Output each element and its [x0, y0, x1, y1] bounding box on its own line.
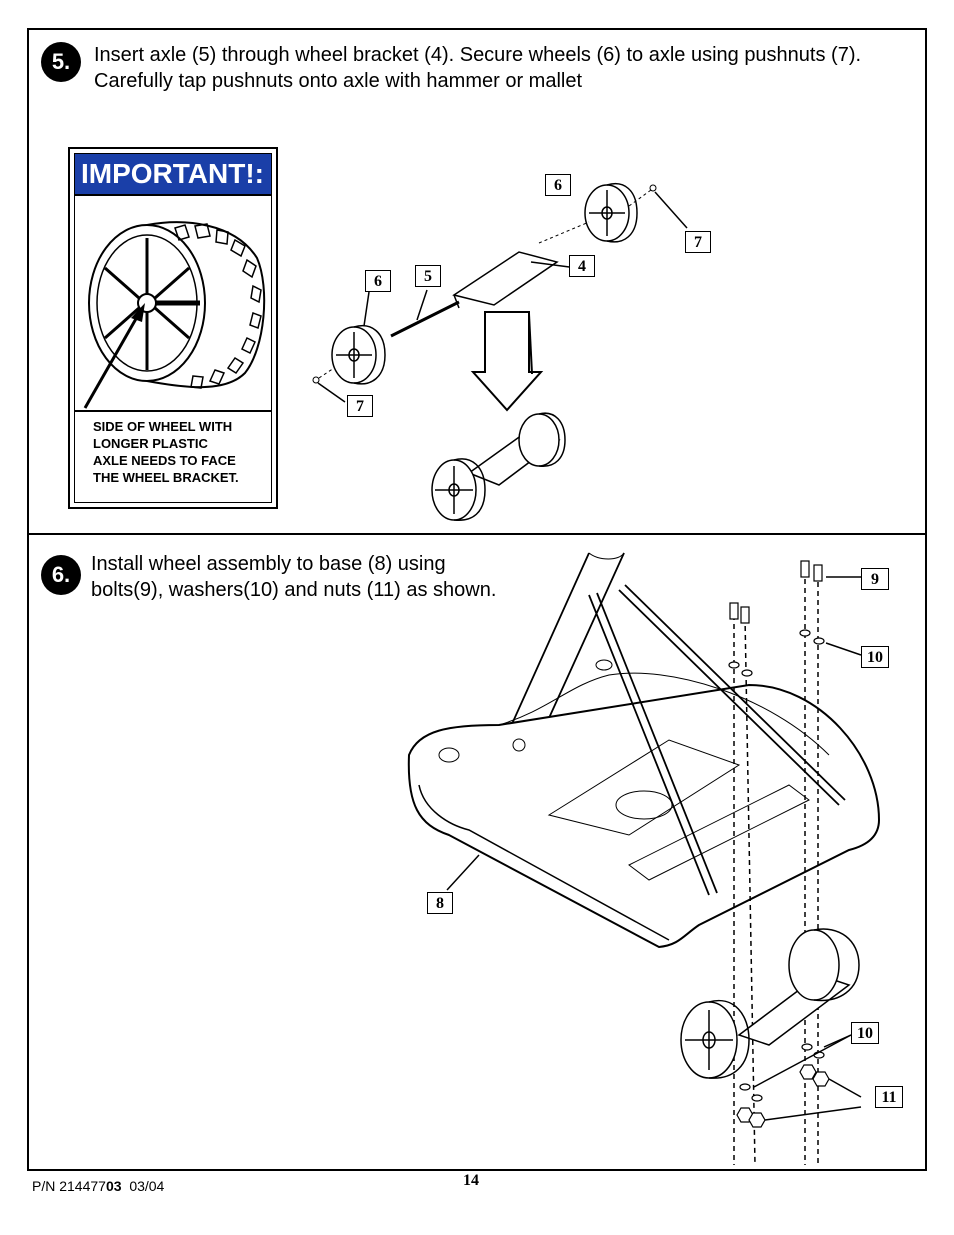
callout-8: 8	[427, 892, 453, 914]
step-5-badge: 5.	[41, 42, 81, 82]
important-title: IMPORTANT!:	[75, 154, 271, 196]
note-line: AXLE NEEDS TO FACE	[93, 453, 236, 468]
part-number-revision: 03	[105, 1178, 122, 1194]
axle-exploded-diagram	[312, 183, 688, 521]
callout-7-top: 7	[685, 231, 711, 253]
step-5-panel: 5. Insert axle (5) through wheel bracket…	[27, 28, 927, 535]
callout-10-top: 10	[861, 646, 889, 668]
step-6-badge: 6.	[41, 555, 81, 595]
part-number-prefix: P/N 214477	[32, 1178, 106, 1194]
step-6-instructions: Install wheel assembly to base (8) using…	[91, 553, 497, 601]
callout-7-left: 7	[347, 395, 373, 417]
step-6-panel: 6. Install wheel assembly to base (8) us…	[27, 533, 927, 1171]
callout-11: 11	[875, 1086, 903, 1108]
callout-6-top: 6	[545, 174, 571, 196]
callout-9: 9	[861, 568, 889, 590]
note-line: LONGER PLASTIC	[93, 436, 208, 451]
important-box: IMPORTANT!:	[68, 147, 278, 509]
important-note: SIDE OF WHEEL WITH LONGER PLASTIC AXLE N…	[75, 410, 271, 502]
page-number: 14	[463, 1172, 479, 1189]
wheel-side-illustration	[83, 221, 266, 409]
callout-10-bottom: 10	[851, 1022, 879, 1044]
callout-6-left: 6	[365, 270, 391, 292]
revision-date: 03/04	[129, 1178, 165, 1194]
part-number: P/N 21447703 03/04	[32, 1178, 164, 1194]
callout-4: 4	[569, 255, 595, 277]
base-assembly-diagram	[407, 552, 881, 1166]
note-line: THE WHEEL BRACKET.	[93, 470, 239, 485]
note-line: SIDE OF WHEEL WITH	[93, 419, 233, 434]
callout-5: 5	[415, 265, 441, 287]
step-5-instructions: Insert axle (5) through wheel bracket (4…	[94, 44, 862, 92]
